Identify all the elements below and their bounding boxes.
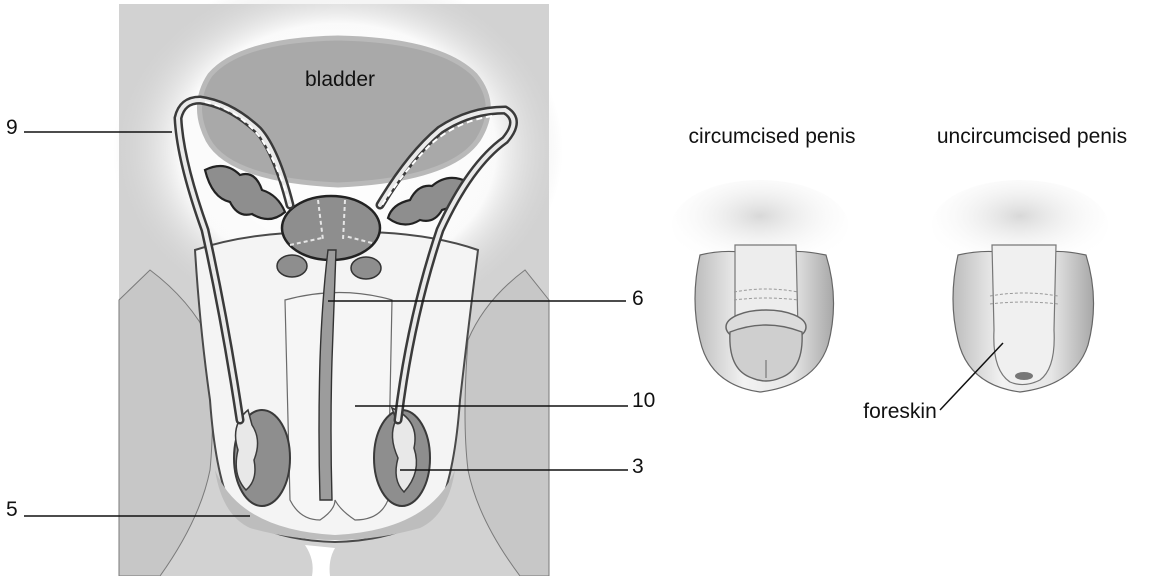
right-testis — [374, 408, 430, 506]
anatomy-panel: bladder 9 6 10 3 5 — [6, 0, 655, 576]
left-testis — [234, 410, 290, 506]
bladder — [199, 38, 488, 185]
uncircumcised-penis-illustration: foreskin — [863, 180, 1108, 423]
label-9: 9 — [6, 116, 18, 139]
label-3: 3 — [632, 455, 644, 478]
label-6: 6 — [632, 287, 644, 310]
caption-uncircumcised: uncircumcised penis — [937, 125, 1127, 148]
label-5: 5 — [6, 498, 18, 521]
right-bulbourethral-gland — [351, 257, 381, 279]
label-10: 10 — [632, 389, 655, 412]
uncirc-tip — [1015, 372, 1033, 380]
circumcised-penis-illustration — [672, 180, 848, 392]
uncirc-shaft — [992, 245, 1056, 385]
foreskin-label: foreskin — [863, 400, 937, 423]
caption-circumcised: circumcised penis — [689, 125, 856, 148]
bladder-label: bladder — [305, 68, 375, 91]
left-bulbourethral-gland — [277, 255, 307, 277]
